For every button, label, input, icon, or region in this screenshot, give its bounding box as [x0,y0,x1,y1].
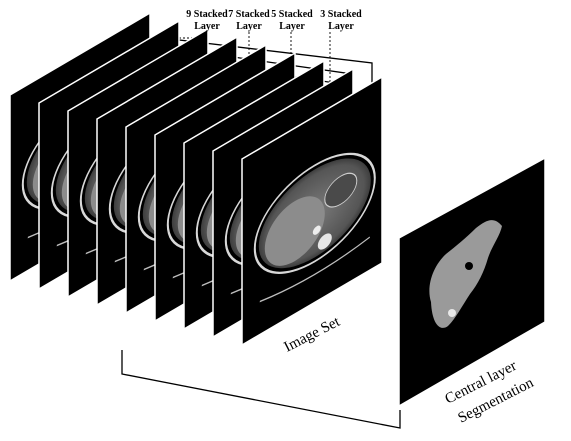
segmentation-spot [448,309,456,317]
label-3-stacked-line1: 3 Stacked [320,9,362,20]
stack-labels: 9 Stacked Layer 7 Stacked Layer 5 Stacke… [186,9,362,32]
label-7-stacked-line1: 7 Stacked [228,9,270,20]
aorta [312,225,321,235]
scanner-table [259,236,370,303]
ct-slice-9 [241,75,383,347]
segmentation-mask [429,220,502,328]
label-9-stacked-line1: 9 Stacked [186,9,228,20]
label-3-stacked-line2: Layer [328,21,354,32]
stomach-region [324,172,358,208]
image-set-label: Image Set [282,314,344,356]
label-5-stacked-line1: 5 Stacked [271,9,313,20]
ct-slice-stack [9,11,383,347]
label-7-stacked-line2: Layer [236,21,262,32]
label-9-stacked-line2: Layer [194,21,220,32]
body-outline [253,152,376,275]
segmentation-panel [398,156,546,408]
label-5-stacked-line2: Layer [279,21,305,32]
bottom-connector [121,350,401,429]
abdomen-section [253,152,376,303]
liver-region [264,196,325,266]
segmentation-hole [465,262,473,270]
spine [317,233,332,250]
